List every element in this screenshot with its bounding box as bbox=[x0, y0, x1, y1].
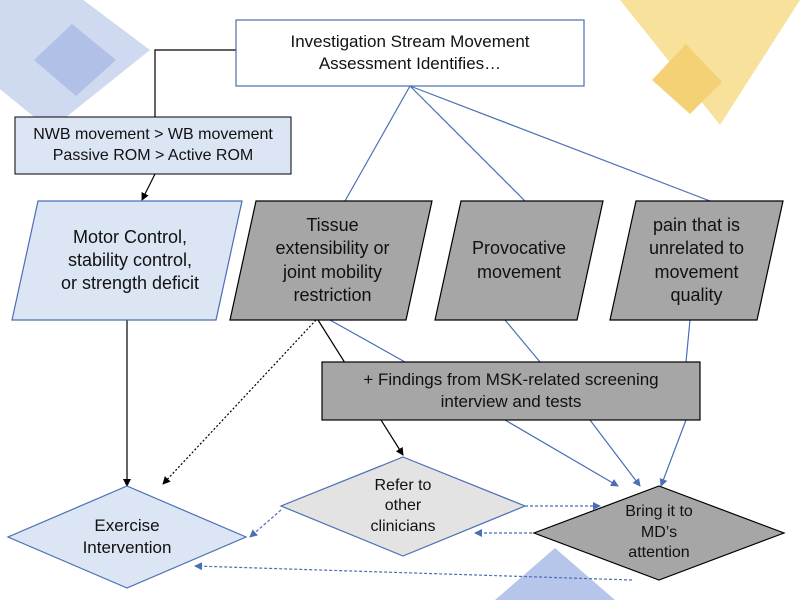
connector-criteria-to-motor bbox=[141, 173, 156, 201]
deco-yellow-diamond bbox=[652, 44, 722, 114]
node-motor-control-shape bbox=[11, 200, 243, 321]
connector-pain-to-findings bbox=[685, 319, 691, 363]
node-pain-shape bbox=[609, 200, 784, 321]
node-criteria-box bbox=[14, 116, 292, 175]
connector-tissue-to-findings bbox=[329, 319, 406, 363]
deco-blue-triangle-bottom bbox=[495, 548, 615, 600]
deco-yellow-triangle bbox=[620, 0, 800, 125]
deco-blue-diamond-small bbox=[34, 24, 116, 96]
connector-top-to-pain bbox=[409, 85, 711, 202]
node-provocative-shape bbox=[434, 200, 604, 321]
connector-tissue-to-exercise-dotted bbox=[162, 319, 317, 485]
node-md-shape bbox=[532, 485, 786, 581]
connector-md-to-exercise-dotted bbox=[194, 562, 633, 581]
node-top-box bbox=[235, 19, 585, 87]
node-exercise-shape bbox=[6, 485, 248, 589]
connector-provocative-to-findings bbox=[504, 319, 541, 363]
connector-pain-to-md bbox=[659, 419, 687, 487]
connector-top-to-tissue bbox=[344, 85, 411, 202]
nodes bbox=[6, 19, 786, 589]
connector-top-to-criteria bbox=[154, 49, 236, 117]
connector-findings-to-md-left bbox=[504, 419, 619, 487]
connector-refer-to-exercise-dotted bbox=[249, 509, 282, 538]
node-tissue-shape bbox=[229, 200, 433, 321]
connector-findings-to-md-mid bbox=[589, 419, 641, 487]
connector-top-to-provocative bbox=[409, 85, 526, 202]
node-findings-box bbox=[321, 361, 701, 421]
node-refer-shape bbox=[279, 456, 527, 557]
